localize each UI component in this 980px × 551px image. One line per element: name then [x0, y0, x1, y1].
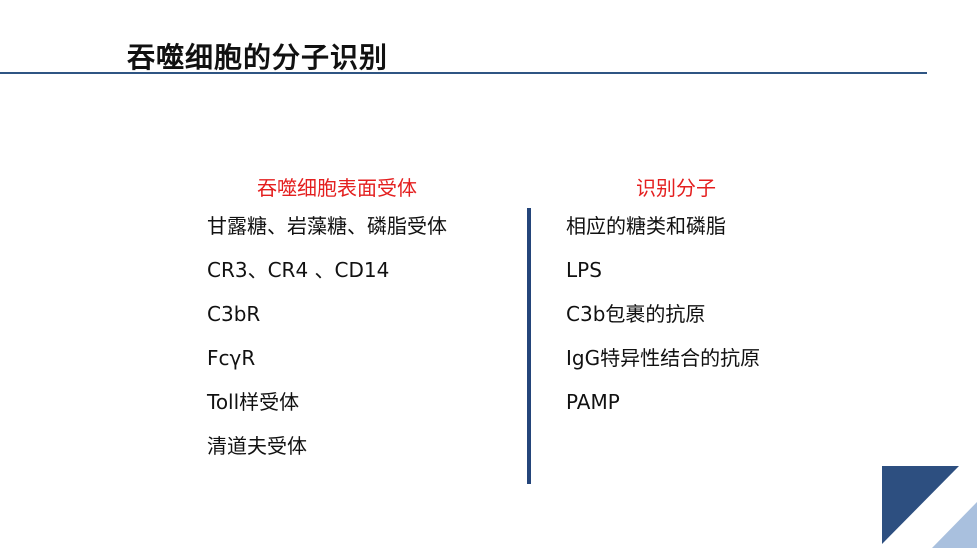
recognition-item: C3b包裹的抗原	[566, 302, 706, 326]
right-column-header: 识别分子	[636, 176, 716, 200]
left-column-header: 吞噬细胞表面受体	[257, 176, 417, 200]
corner-light-triangle	[932, 502, 977, 548]
receptor-item: C3bR	[207, 302, 261, 326]
column-divider	[527, 208, 531, 484]
corner-dark-triangle	[882, 466, 959, 544]
recognition-item: PAMP	[566, 390, 620, 414]
receptor-item: 清道夫受体	[207, 434, 307, 458]
receptor-item: 甘露糖、岩藻糖、磷脂受体	[207, 214, 447, 238]
slide-title: 吞噬细胞的分子识别	[127, 41, 389, 74]
receptor-list: 甘露糖、岩藻糖、磷脂受体 CR3、CR4 、CD14 C3bR FcγR Tol…	[207, 211, 447, 475]
receptor-item: CR3、CR4 、CD14	[207, 258, 390, 282]
title-underline	[0, 72, 927, 74]
receptor-item: Toll样受体	[207, 390, 300, 414]
corner-decoration	[882, 466, 977, 548]
receptor-item: FcγR	[207, 346, 256, 370]
recognition-molecule-list: 相应的糖类和磷脂 LPS C3b包裹的抗原 IgG特异性结合的抗原 PAMP	[566, 211, 760, 431]
recognition-item: LPS	[566, 258, 602, 282]
recognition-item: 相应的糖类和磷脂	[566, 214, 726, 238]
recognition-item: IgG特异性结合的抗原	[566, 346, 761, 370]
